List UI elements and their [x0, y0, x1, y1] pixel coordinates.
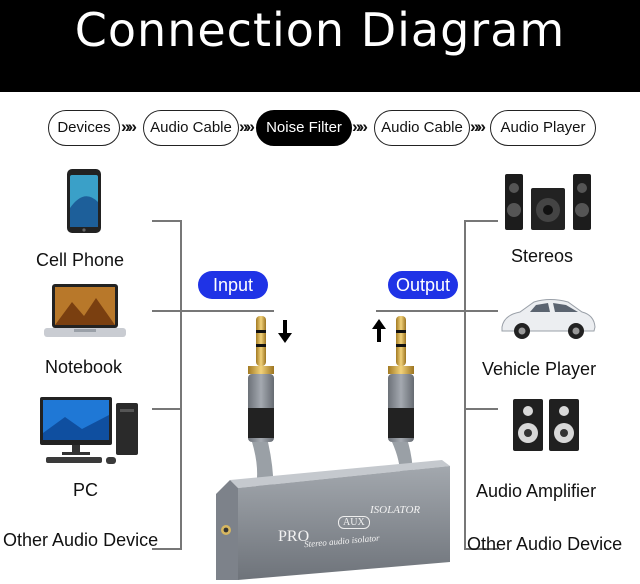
- right-tick: [464, 310, 498, 312]
- left-device-label-notebook: Notebook: [45, 357, 123, 377]
- right-tick: [464, 220, 498, 222]
- header-banner: Connection Diagram: [0, 0, 640, 92]
- notebook-icon: [44, 284, 126, 337]
- up-arrow-icon: [372, 319, 386, 342]
- right-device-label-stereos: Stereos: [511, 246, 574, 266]
- left-device-label-pc: PC: [73, 480, 99, 500]
- flow-step-audio-cable-2: Audio Cable: [374, 110, 470, 146]
- right-device-label-audio-amplifier: Audio Amplifier: [476, 481, 597, 501]
- input-badge: Input: [198, 271, 268, 299]
- down-arrow-icon: [278, 320, 292, 343]
- left-tick: [152, 220, 182, 222]
- flow-chevron: »»: [470, 117, 486, 136]
- left-device-label-cell-phone: Cell Phone: [36, 250, 125, 270]
- left-device-label-other: Other Audio Device: [3, 530, 159, 550]
- product-text-pro: PRO: [278, 528, 310, 545]
- flow-step-audio-player: Audio Player: [490, 110, 596, 146]
- vehicle-icon: [501, 299, 596, 339]
- flow-chevron: »»: [352, 117, 368, 136]
- cell-phone-icon: [67, 169, 101, 233]
- right-device-label-vehicle-player: Vehicle Player: [482, 359, 597, 379]
- right-tick: [464, 408, 498, 410]
- right-bracket-line: [464, 220, 466, 550]
- right-tick: [464, 548, 498, 550]
- noise-filter-product-image: [216, 316, 450, 580]
- flow-row: Devices »» Audio Cable »» Noise Filter »…: [0, 108, 640, 152]
- pc-icon: [40, 397, 138, 464]
- flow-step-devices: Devices: [48, 110, 120, 146]
- output-badge: Output: [388, 271, 458, 299]
- output-line: [376, 310, 466, 312]
- flow-chevron: »»: [239, 117, 255, 136]
- product-text-isolator: ISOLATOR: [370, 504, 421, 516]
- left-tick: [152, 548, 182, 550]
- flow-step-audio-cable: Audio Cable: [143, 110, 239, 146]
- product-text-aux: AUX: [338, 516, 370, 529]
- stereos-icon: [505, 174, 591, 230]
- flow-step-noise-filter: Noise Filter: [256, 110, 352, 146]
- page-title: Connection Diagram: [74, 3, 566, 57]
- left-tick: [152, 408, 182, 410]
- right-device-label-other: Other Audio Device: [467, 534, 623, 554]
- speakers-icon: [513, 399, 579, 451]
- left-bracket-line: [180, 220, 182, 550]
- left-tick: [152, 310, 182, 312]
- flow-chevron: »»: [121, 117, 137, 136]
- input-line: [182, 310, 274, 312]
